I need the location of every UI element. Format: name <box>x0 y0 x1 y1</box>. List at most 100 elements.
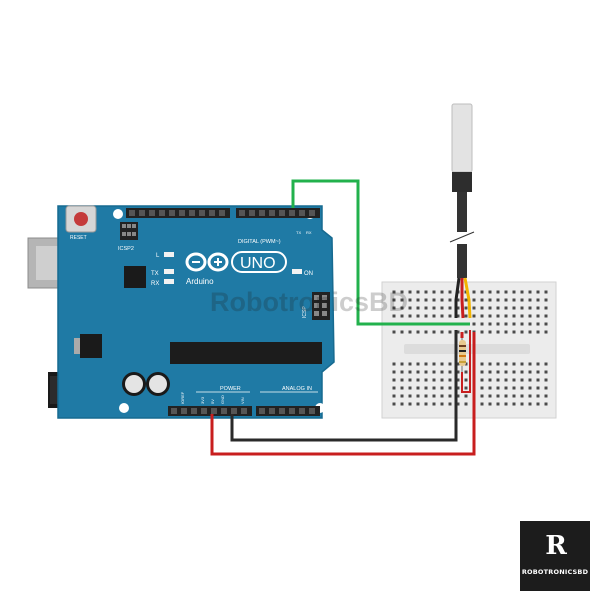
breadboard-hole <box>424 394 428 398</box>
microcontroller-chip <box>170 342 322 364</box>
breadboard-hole <box>544 386 548 390</box>
breadboard-hole <box>544 394 548 398</box>
breadboard-hole <box>456 298 460 302</box>
breadboard-hole <box>520 378 524 382</box>
breadboard-hole <box>496 314 500 318</box>
breadboard-hole <box>528 330 532 334</box>
breadboard-hole <box>480 378 484 382</box>
breadboard-hole <box>544 322 548 326</box>
breadboard-hole <box>480 306 484 310</box>
breadboard-hole <box>448 402 452 406</box>
breadboard-hole <box>512 330 516 334</box>
breadboard-hole <box>504 394 508 398</box>
breadboard-hole <box>520 402 524 406</box>
breadboard-hole <box>392 370 396 374</box>
breadboard-hole <box>432 314 436 318</box>
breadboard-hole <box>528 402 532 406</box>
breadboard-hole <box>520 394 524 398</box>
breadboard-hole <box>408 402 412 406</box>
breadboard-hole <box>424 386 428 390</box>
breadboard-hole <box>488 306 492 310</box>
breadboard-hole <box>488 290 492 294</box>
breadboard-hole <box>464 402 468 406</box>
breadboard-hole <box>448 386 452 390</box>
breadboard-hole <box>424 378 428 382</box>
wire-red-vcc <box>210 332 476 456</box>
breadboard-hole <box>392 378 396 382</box>
breadboard-hole <box>496 322 500 326</box>
pin-5v-label: 5V <box>210 399 215 404</box>
breadboard-hole <box>536 322 540 326</box>
breadboard-hole <box>440 290 444 294</box>
breadboard-hole <box>496 362 500 366</box>
breadboard-hole <box>528 362 532 366</box>
breadboard-hole <box>400 386 404 390</box>
pcb-body <box>57 205 335 419</box>
icsp2-label: ICSP2 <box>118 246 134 252</box>
breadboard-center-channel <box>404 344 530 354</box>
breadboard-hole <box>528 290 532 294</box>
breadboard-hole <box>440 362 444 366</box>
digital-header-left <box>126 208 230 218</box>
breadboard-hole <box>528 314 532 318</box>
icsp-header <box>312 292 330 320</box>
breadboard-hole <box>544 290 548 294</box>
breadboard-hole <box>472 322 476 326</box>
usb-chip <box>124 266 146 288</box>
breadboard-hole <box>440 330 444 334</box>
breadboard-hole <box>520 386 524 390</box>
breadboard-hole <box>504 378 508 382</box>
breadboard-hole <box>512 314 516 318</box>
breadboard-hole <box>456 378 460 382</box>
breadboard-hole <box>408 370 412 374</box>
breadboard-hole <box>504 314 508 318</box>
breadboard-hole <box>472 298 476 302</box>
breadboard-hole <box>488 362 492 366</box>
wire-black-gnd <box>230 330 458 442</box>
breadboard-hole <box>400 394 404 398</box>
voltage-regulator <box>80 334 102 358</box>
breadboard-hole <box>432 330 436 334</box>
breadboard-hole <box>456 394 460 398</box>
breadboard-hole <box>512 402 516 406</box>
breadboard-hole <box>448 306 452 310</box>
breadboard-hole <box>512 394 516 398</box>
breadboard-hole <box>416 306 420 310</box>
power-label: POWER <box>220 386 241 392</box>
breadboard-hole <box>392 402 396 406</box>
logo-text: ROBOTRONICSBD <box>521 568 589 576</box>
onboard-leds <box>164 252 302 284</box>
breadboard-hole <box>504 362 508 366</box>
breadboard-hole <box>408 306 412 310</box>
breadboard-hole <box>440 306 444 310</box>
breadboard-hole <box>472 290 476 294</box>
breadboard-hole <box>392 298 396 302</box>
arduino-logo-icon <box>185 252 229 272</box>
breadboard-hole <box>536 378 540 382</box>
breadboard-hole <box>520 298 524 302</box>
breadboard-hole <box>480 290 484 294</box>
temperature-sensor-probe <box>449 103 475 319</box>
breadboard-hole <box>504 402 508 406</box>
pin-ioref-label: IOREF <box>180 391 185 404</box>
breadboard-hole <box>424 290 428 294</box>
breadboard-hole <box>480 370 484 374</box>
digital-header-right <box>236 208 320 218</box>
breadboard-hole <box>544 370 548 374</box>
breadboard-hole <box>408 314 412 318</box>
breadboard-hole <box>488 394 492 398</box>
breadboard-hole <box>480 330 484 334</box>
breadboard-hole <box>544 362 548 366</box>
breadboard-hole <box>400 402 404 406</box>
analog-header <box>256 406 320 416</box>
breadboard-hole <box>448 362 452 366</box>
power-header <box>168 406 252 416</box>
breadboard-hole <box>432 386 436 390</box>
breadboard-hole <box>536 370 540 374</box>
breadboard-hole <box>424 362 428 366</box>
breadboard-hole <box>464 386 468 390</box>
breadboard-hole <box>400 298 404 302</box>
breadboard-hole <box>544 314 548 318</box>
breadboard-hole <box>544 306 548 310</box>
